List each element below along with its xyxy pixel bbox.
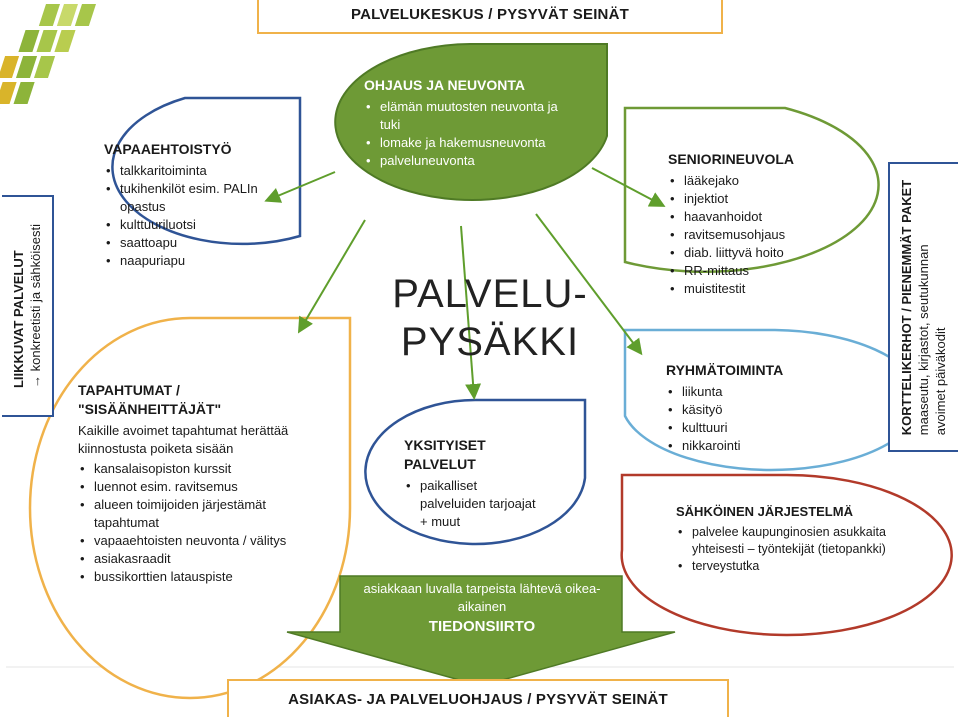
list-item: ravitsemusohjaus	[684, 226, 838, 244]
logo-tile	[18, 30, 39, 52]
sahkoinen-title: SÄHKÖINEN JÄRJESTELMÄ	[676, 502, 926, 521]
list-item: alueen toimijoiden järjestämät tapahtuma…	[94, 496, 318, 532]
logo-tile	[75, 4, 96, 26]
right-vertical-box: KORTTELIKERHOT / PIENEMMÄT PAKET maaseut…	[888, 162, 958, 452]
tapahtumat-title: TAPAHTUMAT / "SISÄÄNHEITTÄJÄT"	[78, 381, 248, 419]
list-item: injektiot	[684, 190, 838, 208]
seniorineuvola-list: lääkejako injektiot haavanhoidot ravitse…	[668, 172, 838, 298]
list-item: lääkejako	[684, 172, 838, 190]
list-item: muistitestit	[684, 280, 838, 298]
top-box: PALVELUKESKUS / PYSYVÄT SEINÄT	[257, 0, 723, 34]
top-box-label: PALVELUKESKUS / PYSYVÄT SEINÄT	[351, 6, 629, 23]
sahkoinen-node: SÄHKÖINEN JÄRJESTELMÄ palvelee kaupungin…	[676, 502, 926, 575]
list-item: haavanhoidot	[684, 208, 838, 226]
tapahtumat-node: TAPAHTUMAT / "SISÄÄNHEITTÄJÄT" Kaikille …	[78, 381, 318, 586]
tiedonsiirto-label: asiakkaan luvalla tarpeista lähtevä oike…	[342, 580, 622, 636]
list-item: diab. liittyvä hoito	[684, 244, 838, 262]
ryhmatoiminta-list: liikunta käsityö kulttuuri nikkarointi	[666, 383, 816, 455]
bottom-box: ASIAKAS- JA PALVELUOHJAUS / PYSYVÄT SEIN…	[227, 679, 729, 717]
list-item: elämän muutosten neuvonta ja tuki	[380, 98, 564, 134]
yksityiset-title: YKSITYISET PALVELUT	[404, 436, 544, 474]
vapaaehtoistyo-node: VAPAAEHTOISTYÖ talkkaritoiminta tukihenk…	[104, 140, 284, 270]
logo-tile	[16, 56, 37, 78]
center-title: PALVELU- PYSÄKKI	[385, 270, 595, 366]
list-item: asiakasraadit	[94, 550, 318, 568]
ohjaus-list: elämän muutosten neuvonta ja tuki lomake…	[364, 98, 564, 170]
list-item: saattoapu	[120, 234, 284, 252]
list-item: palveluneuvonta	[380, 152, 564, 170]
list-item: nikkarointi	[682, 437, 816, 455]
ohjaus-title: OHJAUS JA NEUVONTA	[364, 76, 564, 95]
list-item: kansalaisopiston kurssit	[94, 460, 318, 478]
ohjaus-node: OHJAUS JA NEUVONTA elämän muutosten neuv…	[364, 76, 564, 170]
yksityiset-node: YKSITYISET PALVELUT paikalliset palvelui…	[404, 436, 544, 531]
right-box-title: KORTTELIKERHOT / PIENEMMÄT PAKET	[899, 179, 916, 434]
seniorineuvola-node: SENIORINEUVOLA lääkejako injektiot haava…	[668, 150, 838, 298]
left-vertical-box: LIIKKUVAT PALVELUT → konkreetisti ja säh…	[2, 195, 54, 417]
logo-tile	[0, 82, 17, 104]
bottom-box-label: ASIAKAS- JA PALVELUOHJAUS / PYSYVÄT SEIN…	[288, 691, 668, 708]
tiedonsiirto-line: asiakkaan luvalla tarpeista lähtevä oike…	[342, 580, 622, 616]
left-box-subtitle: → konkreetisti ja sähköisesti	[28, 224, 43, 388]
ryhmatoiminta-title: RYHMÄTOIMINTA	[666, 361, 816, 380]
tapahtumat-list: kansalaisopiston kurssit luennot esim. r…	[78, 460, 318, 586]
vapaaehtoistyo-title: VAPAAEHTOISTYÖ	[104, 140, 284, 159]
list-item: tukihenkilöt esim. PALIn opastus	[120, 180, 284, 216]
logo-mark	[0, 4, 96, 122]
list-item: RR-mittaus	[684, 262, 838, 280]
yksityiset-list: paikalliset palveluiden tarjoajat + muut	[404, 477, 544, 531]
logo-tile	[54, 30, 75, 52]
logo-tile	[57, 4, 78, 26]
center-title-line2: PYSÄKKI	[385, 318, 595, 366]
logo-tile	[34, 56, 55, 78]
list-item: liikunta	[682, 383, 816, 401]
seniorineuvola-title: SENIORINEUVOLA	[668, 150, 838, 169]
list-item: luennot esim. ravitsemus	[94, 478, 318, 496]
list-item: talkkaritoiminta	[120, 162, 284, 180]
list-item: kulttuuri	[682, 419, 816, 437]
left-box-title: LIIKKUVAT PALVELUT	[10, 224, 27, 388]
tiedonsiirto-big: TIEDONSIIRTO	[342, 618, 622, 636]
list-item: paikalliset palveluiden tarjoajat + muut	[420, 477, 544, 531]
list-item: bussikorttien latauspiste	[94, 568, 318, 586]
vapaaehtoistyo-list: talkkaritoiminta tukihenkilöt esim. PALI…	[104, 162, 284, 270]
list-item: palvelee kaupunginosien asukkaita yhteis…	[692, 524, 926, 558]
logo-tile	[14, 82, 35, 104]
arrow-to-tapahtumat	[300, 220, 365, 330]
logo-tile	[39, 4, 60, 26]
logo-tile	[36, 30, 57, 52]
sahkoinen-list: palvelee kaupunginosien asukkaita yhteis…	[676, 524, 926, 575]
list-item: lomake ja hakemusneuvonta	[380, 134, 564, 152]
right-box-line1: maaseutu, kirjastot, seutukunnan	[916, 179, 933, 434]
logo-tile	[0, 56, 19, 78]
ryhmatoiminta-node: RYHMÄTOIMINTA liikunta käsityö kulttuuri…	[666, 361, 816, 455]
list-item: vapaaehtoisten neuvonta / välitys	[94, 532, 318, 550]
list-item: käsityö	[682, 401, 816, 419]
right-box-line2: avoimet päiväkodit	[933, 179, 950, 434]
list-item: terveystutka	[692, 558, 926, 575]
list-item: kulttuuriluotsi	[120, 216, 284, 234]
tapahtumat-description: Kaikille avoimet tapahtumat herättää kii…	[78, 422, 318, 458]
center-title-line1: PALVELU-	[385, 270, 595, 318]
list-item: naapuriapu	[120, 252, 284, 270]
